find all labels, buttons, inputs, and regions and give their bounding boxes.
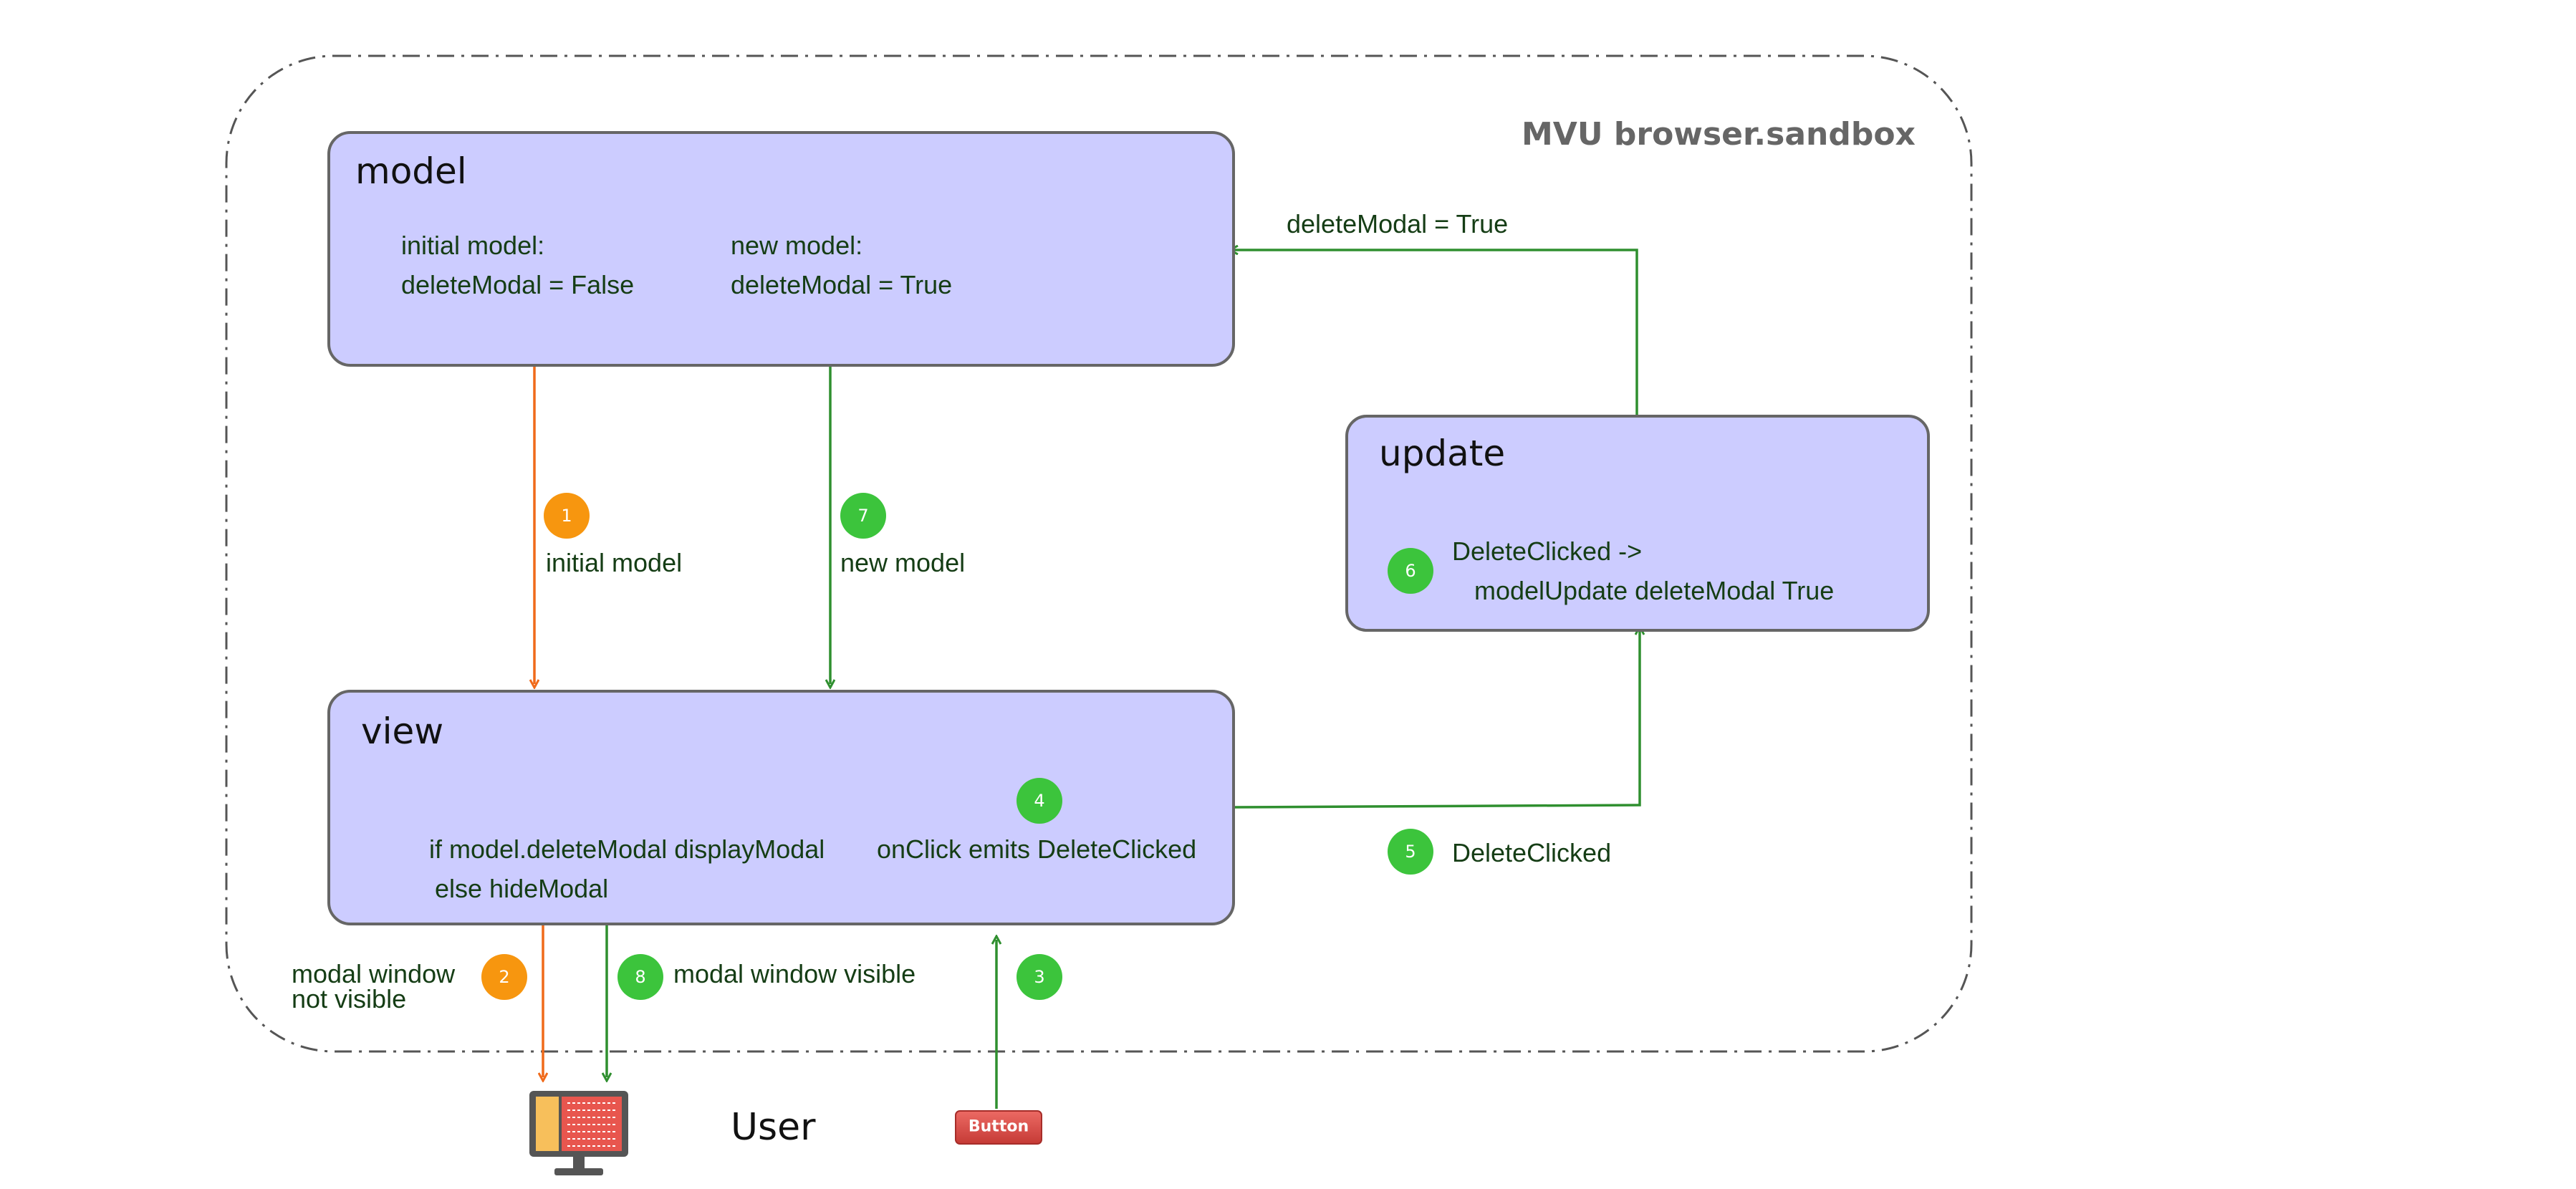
svg-text:5: 5	[1405, 842, 1416, 862]
view-onclick: onClick emits DeleteClicked	[877, 834, 1196, 864]
label-modal-not-visible-1: modal window	[292, 959, 456, 988]
monitor-icon	[529, 1091, 628, 1175]
edge-update-to-model	[1234, 250, 1638, 415]
user-label: User	[731, 1106, 816, 1149]
svg-text:6: 6	[1405, 561, 1416, 581]
label-initial-model: initial model	[546, 548, 682, 577]
model-initial-label: initial model:	[401, 231, 544, 260]
label-update-to-model: deleteModal = True	[1287, 209, 1508, 239]
step-badge-1: 1	[544, 493, 590, 539]
svg-text:7: 7	[857, 506, 868, 526]
svg-text:1: 1	[561, 506, 572, 526]
step-badge-4: 4	[1017, 778, 1062, 824]
model-new-label: new model:	[731, 231, 862, 260]
label-delete-clicked: DeleteClicked	[1452, 838, 1611, 867]
sandbox-title: MVU browser.sandbox	[1522, 116, 1916, 153]
model-initial-value: deleteModal = False	[401, 270, 634, 299]
svg-text:3: 3	[1034, 967, 1044, 987]
sandbox-boundary	[225, 54, 1973, 1053]
svg-text:4: 4	[1034, 791, 1044, 811]
step-badge-7: 7	[840, 493, 886, 539]
step-badge-5: 5	[1388, 829, 1433, 875]
step-badge-6: 6	[1388, 548, 1433, 594]
view-title: view	[361, 711, 443, 752]
step-badge-3: 3	[1017, 954, 1062, 1000]
model-title: model	[355, 150, 467, 192]
update-line-1: DeleteClicked ->	[1452, 536, 1642, 566]
view-line-2: else hideModal	[435, 874, 608, 903]
view-line-1: if model.deleteModal displayModal	[429, 834, 825, 864]
delete-button[interactable]: Button	[955, 1110, 1042, 1145]
update-box: update DeleteClicked -> modelUpdate dele…	[1345, 415, 1930, 632]
step-badge-8: 8	[617, 954, 663, 1000]
update-title: update	[1379, 433, 1505, 474]
model-box: model initial model: deleteModal = False…	[327, 131, 1235, 367]
edge-delete-clicked	[1233, 630, 1640, 809]
svg-text:8: 8	[635, 967, 645, 987]
step-badge-2: 2	[481, 954, 527, 1000]
update-line-2: modelUpdate deleteModal True	[1474, 576, 1834, 605]
label-modal-not-visible-2: not visible	[292, 984, 406, 1014]
model-new-value: deleteModal = True	[731, 270, 952, 299]
label-modal-visible: modal window visible	[673, 959, 915, 988]
svg-text:2: 2	[499, 967, 509, 987]
view-box: view if model.deleteModal displayModal e…	[327, 690, 1235, 925]
delete-button-label: Button	[969, 1118, 1029, 1136]
label-new-model: new model	[840, 548, 965, 577]
